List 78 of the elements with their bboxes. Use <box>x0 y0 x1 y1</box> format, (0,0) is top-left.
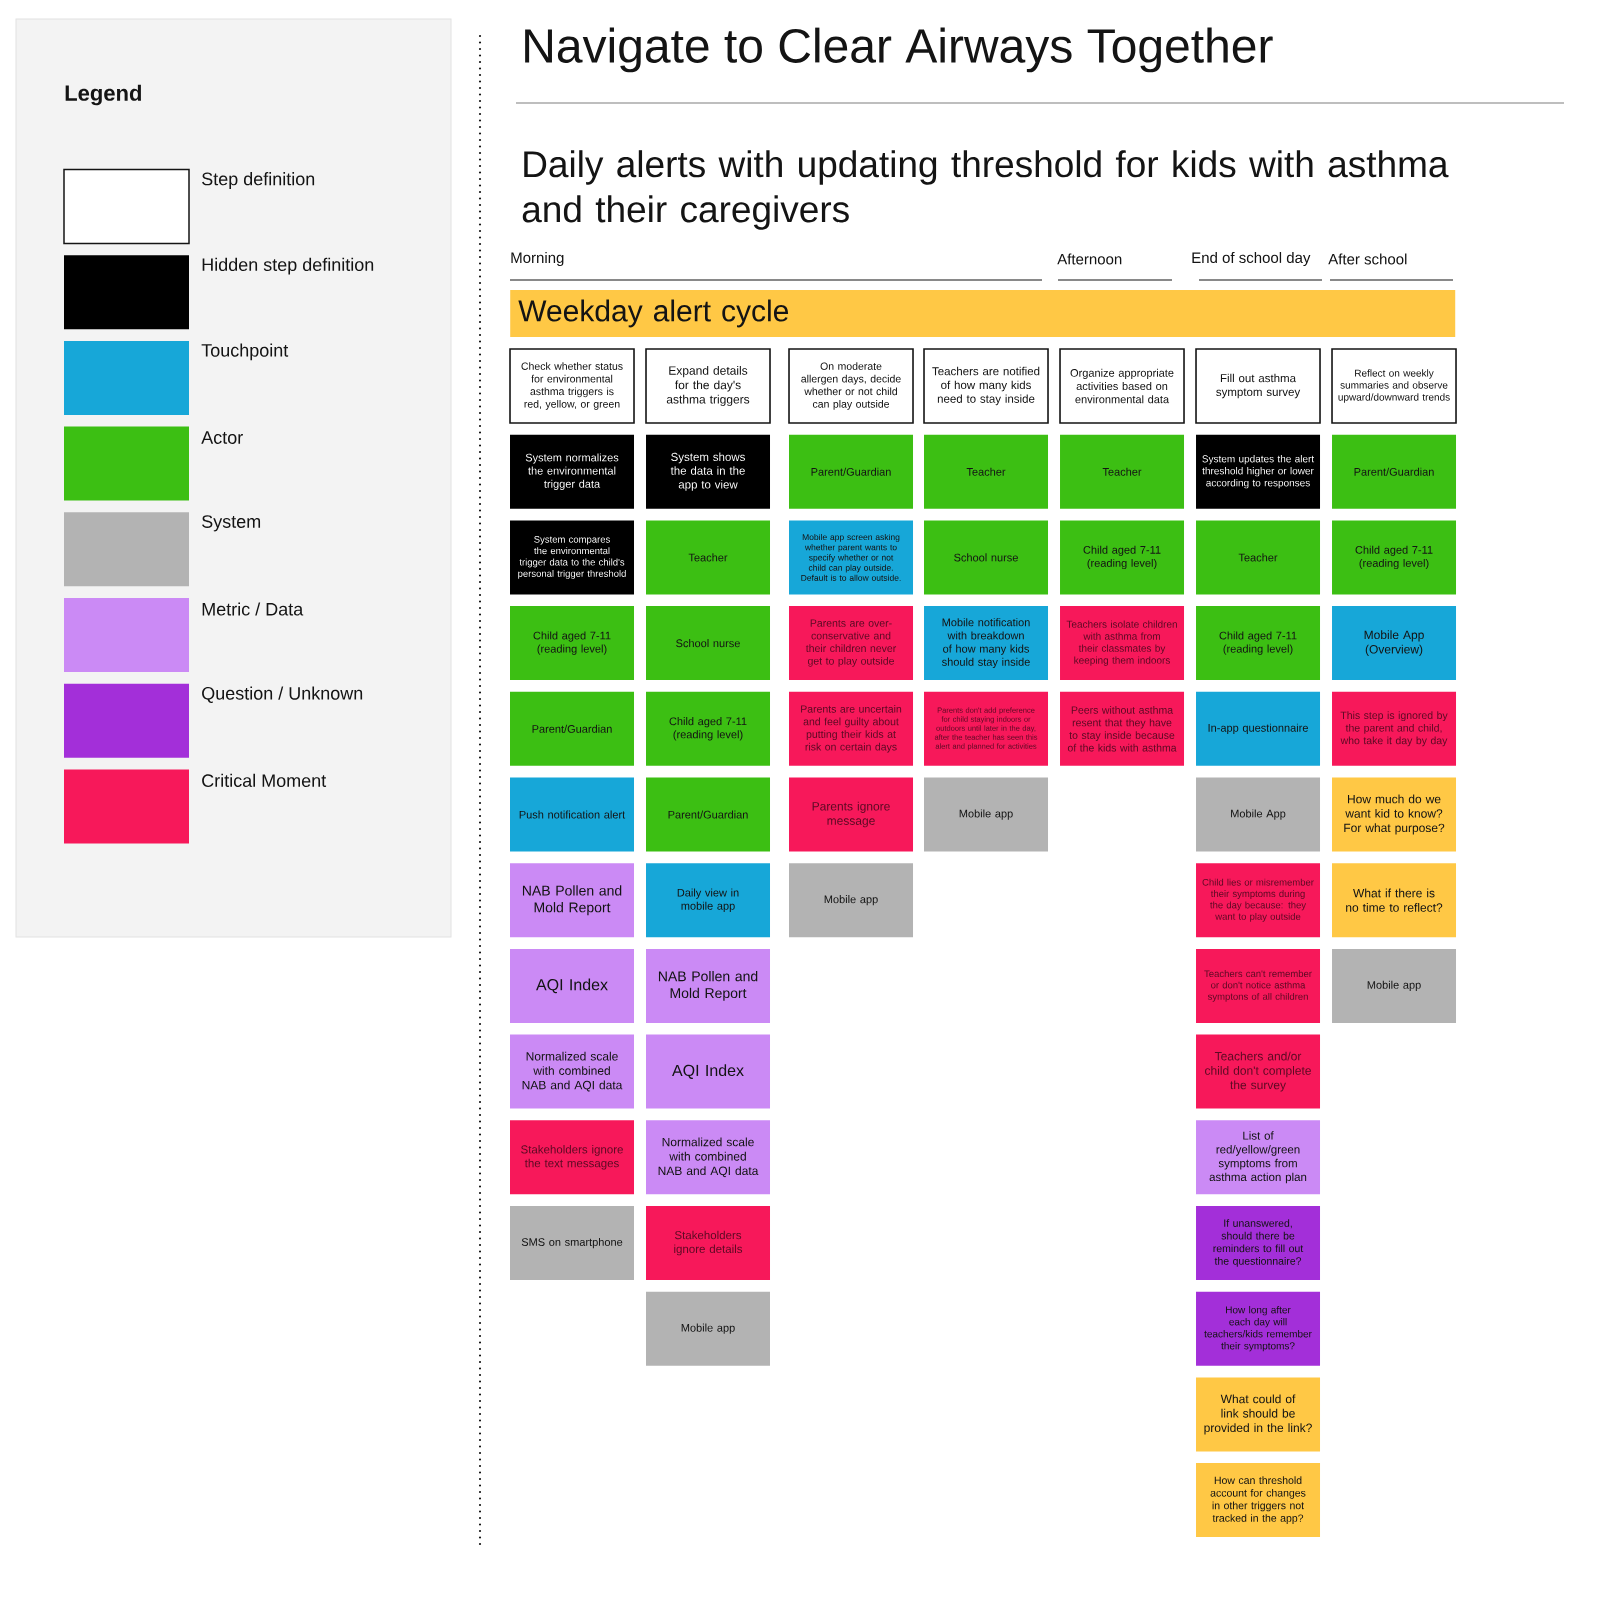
actor-card: Teacher <box>646 520 770 595</box>
critical-moment-card: This step is ignored by the parent and child, who take it day by day <box>1332 691 1456 766</box>
legend-text: Touchpoint <box>201 343 289 361</box>
step-card: Reflect on weekly summaries and observe upward/downward trends <box>1331 348 1457 424</box>
hidden-step-card: System normalizes the environmental trigger data <box>510 434 634 509</box>
data-card: NAB Pollen and Mold Report <box>646 948 770 1023</box>
legend-text: Step definition <box>202 172 315 189</box>
data-card: Normalized scale with combined NAB and AQI data <box>510 1034 634 1109</box>
data-card: List of red/yellow/green symptoms from asthma action plan <box>1196 1120 1320 1195</box>
actor-card: Child aged 7-11 (reading level) <box>1332 520 1456 595</box>
critical-moment-card: Stakeholders ignore the text messages <box>510 1120 634 1195</box>
legend-text: Question / Unknown <box>202 686 363 703</box>
actor-card: Parent/Guardian <box>789 434 913 509</box>
touchpoint-card: Mobile App (Overview) <box>1332 606 1456 681</box>
step-card: Organize appropriate activities based on environmental data <box>1059 348 1185 424</box>
touchpoint-card: Push notification alert <box>510 777 634 852</box>
data-card: AQI Index <box>646 1034 770 1109</box>
actor-card: Child aged 7-11 (reading level) <box>1060 520 1184 595</box>
note-card: What could of link should be provided in the link? <box>1196 1377 1320 1452</box>
actor-card: Child aged 7-11 (reading level) <box>510 606 634 681</box>
critical-moment-card: Peers without asthma resent that they have to stay inside because of the kids with asthma <box>1060 691 1184 766</box>
critical-moment-card: Parents are uncertain and feel guilty about putting their kids at risk on certain days <box>789 691 913 766</box>
system-card: Mobile app <box>646 1291 770 1366</box>
critical-moment-card: Teachers isolate children with asthma from their classmates by keeping them indoors <box>1060 606 1184 681</box>
system-card: Mobile app <box>924 777 1048 852</box>
step-card: Fill out asthma symptom survey <box>1195 348 1321 424</box>
hidden-step-card: System shows the data in the app to view <box>646 434 770 509</box>
actor-card: Child aged 7-11 (reading level) <box>1196 606 1320 681</box>
question-card: If unanswered, should there be reminders to fill out the questionnaire? <box>1196 1206 1320 1280</box>
data-card: Normalized scale with combined NAB and AQI data <box>646 1120 770 1195</box>
legend-text: System <box>202 515 261 532</box>
system-card: Mobile app <box>789 863 913 938</box>
legend-text: Metric / Data <box>202 602 304 616</box>
system-card: Mobile app <box>1332 948 1456 1023</box>
system-card: Mobile App <box>1196 777 1320 852</box>
actor-card: Teacher <box>1196 520 1320 595</box>
data-card: AQI Index <box>510 948 634 1023</box>
note-card: How much do we want kid to know? For what purpose? <box>1332 777 1456 852</box>
step-card: Check whether status for environmental asthma triggers is red, yellow, or green <box>509 348 635 424</box>
critical-moment-card: Teachers can't remember or don't notice asthma symptons of all children <box>1196 948 1320 1023</box>
critical-moment-card: Parents are over-conservative and their children never get to play outside <box>789 606 913 681</box>
actor-card: Parent/Guardian <box>510 691 634 766</box>
actor-card: School nurse <box>924 520 1048 595</box>
data-card: NAB Pollen and Mold Report <box>510 863 634 938</box>
legend-text: Hidden step definition <box>202 257 374 275</box>
system-card: SMS on smartphone <box>510 1206 634 1280</box>
phase-label: Afternoon <box>1057 253 1122 265</box>
touchpoint-card: Daily view in mobile app <box>646 863 770 938</box>
hidden-step-card: System updates the alert threshold higher or lower according to responses <box>1196 434 1320 509</box>
critical-moment-card: Child lies or misremember their symptoms during the day because: they want to play outside <box>1196 863 1320 938</box>
step-card: On moderate allergen days, decide whether or not child can play outside <box>788 348 914 424</box>
phase-label: Morning <box>511 252 564 266</box>
subtitle: Daily alerts with updating threshold for kids with asthma and their caregivers <box>522 150 1449 230</box>
actor-card: Teacher <box>1060 434 1184 509</box>
hidden-step-card: System compares the environmental trigger data to the child's personal trigger threshold <box>510 520 634 595</box>
section-band: Weekday alert cycle <box>510 290 1456 337</box>
legend-text: Critical Moment <box>202 773 327 787</box>
note-card: What if there is no time to reflect? <box>1332 863 1456 938</box>
phase-label: After school <box>1328 253 1407 265</box>
critical-moment-card: Stakeholders ignore details <box>646 1206 770 1280</box>
step-card: Expand details for the day's asthma triggers <box>645 348 771 424</box>
touchpoint-card: Mobile app screen asking whether parent wants to specify whether or not child can play outside. Default is to allow outside. <box>789 520 913 595</box>
actor-card: Parent/Guardian <box>1332 434 1456 509</box>
title: Navigate to Clear Airways Together <box>525 27 1273 73</box>
touchpoint-card: Mobile notification with breakdown of how many kids should stay inside <box>924 606 1048 681</box>
actor-card: School nurse <box>646 606 770 681</box>
touchpoint-card: In-app questionnaire <box>1196 691 1320 766</box>
actor-card: Child aged 7-11 (reading level) <box>646 691 770 766</box>
actor-card: Parent/Guardian <box>646 777 770 852</box>
actor-card: Teacher <box>924 434 1048 509</box>
critical-moment-card: Teachers and/or child don't complete the survey <box>1196 1034 1320 1109</box>
question-card: How long after each day will teachers/kids remember their symptoms? <box>1196 1291 1320 1366</box>
legend-heading: Legend <box>65 84 141 106</box>
legend-text: Actor <box>201 431 243 444</box>
note-card: How can threshold account for changes in other triggers not tracked in the app? <box>1196 1463 1320 1538</box>
step-card: Teachers are notified of how many kids need to stay inside <box>923 348 1049 424</box>
critical-moment-card: Parents ignore message <box>789 777 913 852</box>
phase-label: End of school day <box>1192 252 1311 266</box>
